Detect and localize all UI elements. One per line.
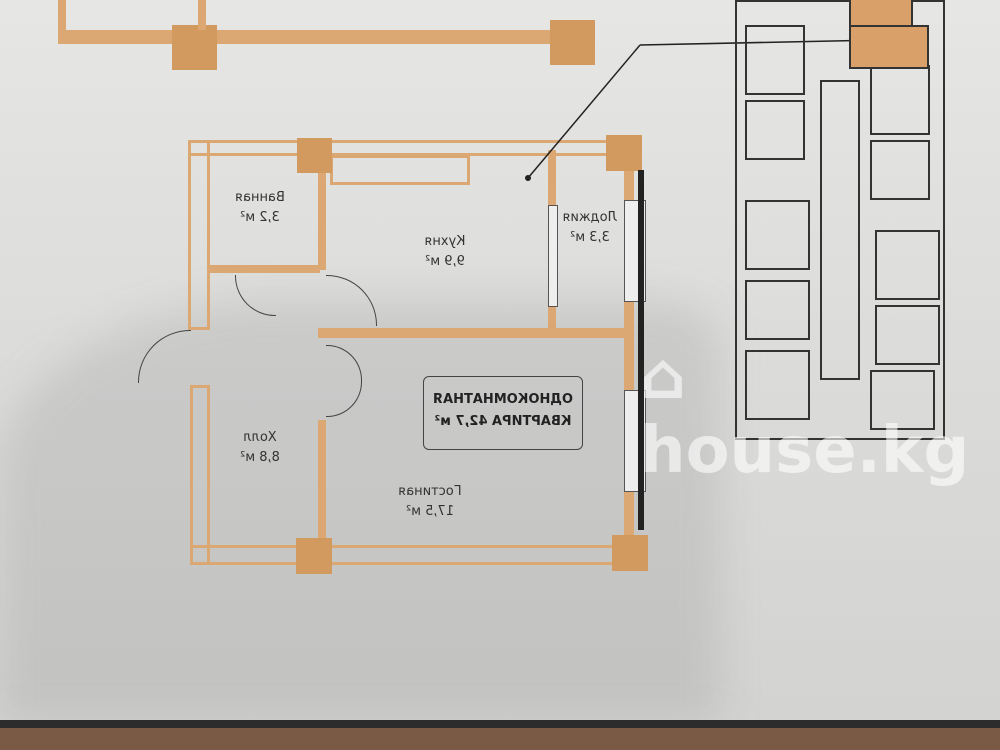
highlighted-apartment — [849, 25, 929, 69]
table-edge — [0, 720, 1000, 750]
watermark: ⌂ house.kg — [640, 340, 970, 488]
